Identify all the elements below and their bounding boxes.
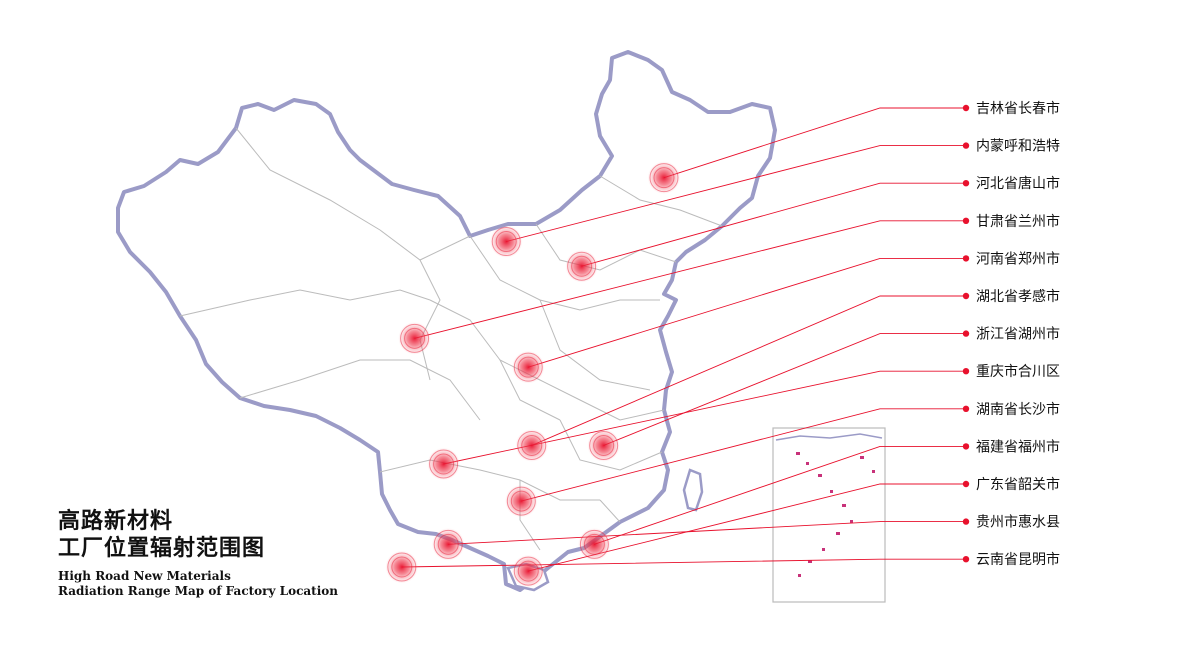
title-cn-line1: 高路新材料 bbox=[58, 508, 174, 534]
factory-label: 重庆市合川区 bbox=[976, 363, 1060, 380]
title-en-line1: High Road New Materials bbox=[58, 569, 231, 583]
radiation-ring bbox=[649, 163, 679, 193]
connector-line bbox=[521, 408, 965, 502]
south-sea-inset bbox=[772, 427, 886, 603]
factory-label: 吉林省长春市 bbox=[976, 100, 1060, 117]
radiation-ring bbox=[387, 552, 417, 582]
radiation-range-7 bbox=[587, 429, 620, 462]
label-dot bbox=[962, 292, 970, 300]
radiation-ring bbox=[521, 434, 543, 456]
factory-label: 福建省福州市 bbox=[976, 438, 1060, 455]
south-sea-islands bbox=[796, 452, 875, 577]
label-dot bbox=[962, 405, 970, 412]
radiation-ring bbox=[391, 556, 413, 578]
label-dot bbox=[962, 480, 970, 488]
factory-label: 广东省韶关市 bbox=[976, 476, 1060, 493]
radiation-ring bbox=[517, 560, 539, 582]
radiation-range-12 bbox=[432, 528, 465, 561]
label-dot bbox=[962, 368, 970, 375]
connector-line bbox=[603, 333, 965, 446]
factory-label: 湖南省长沙市 bbox=[976, 401, 1060, 418]
inset-coast bbox=[775, 433, 883, 441]
factory-labels: 吉林省长春市内蒙呼和浩特河北省唐山市甘肃省兰州市河南省郑州市湖北省孝感市浙江省湖… bbox=[962, 100, 1060, 568]
factory-label: 湖北省孝感市 bbox=[976, 288, 1060, 305]
radiation-ring bbox=[517, 356, 539, 378]
radiation-range-2 bbox=[490, 225, 523, 258]
radiation-ring bbox=[491, 227, 521, 257]
connector-line bbox=[443, 370, 965, 465]
connector-line bbox=[594, 445, 965, 545]
radiation-ring bbox=[513, 556, 543, 586]
factory-label: 甘肃省兰州市 bbox=[976, 213, 1060, 230]
radiation-ring bbox=[579, 529, 609, 559]
label-dot bbox=[962, 255, 970, 262]
radiation-ring bbox=[593, 434, 615, 456]
radiation-ring bbox=[589, 430, 619, 460]
map-title: 高路新材料 工厂位置辐射范围图 High Road New Materials … bbox=[58, 508, 338, 599]
radiation-range-3 bbox=[565, 250, 598, 283]
label-dot bbox=[962, 330, 970, 337]
radiation-range-8 bbox=[427, 448, 460, 480]
label-dot bbox=[962, 217, 970, 224]
factory-label: 河北省唐山市 bbox=[976, 175, 1060, 192]
radiation-ring bbox=[510, 490, 532, 512]
factory-label: 河南省郑州市 bbox=[976, 250, 1060, 267]
connector-line bbox=[581, 182, 965, 267]
radiation-ring bbox=[513, 352, 543, 382]
connector-line bbox=[506, 145, 965, 242]
connector-lines bbox=[401, 107, 965, 572]
radiation-ring bbox=[404, 327, 426, 349]
radiation-range-6 bbox=[515, 429, 548, 462]
taiwan-island bbox=[682, 468, 704, 512]
radiation-range-4 bbox=[398, 322, 431, 355]
connector-line bbox=[528, 257, 965, 368]
connector-line bbox=[663, 107, 965, 179]
radiation-ring bbox=[433, 453, 455, 475]
radiation-range-9 bbox=[505, 485, 538, 518]
radiation-range-13 bbox=[385, 551, 418, 583]
label-dot bbox=[962, 104, 970, 112]
radiation-ring bbox=[433, 529, 463, 559]
title-en-line2: Radiation Range Map of Factory Location bbox=[58, 584, 338, 598]
connector-line bbox=[414, 220, 965, 339]
radiation-ring bbox=[653, 167, 675, 189]
radiation-ring bbox=[495, 231, 517, 253]
label-dot bbox=[962, 443, 970, 450]
radiation-range-1 bbox=[647, 161, 680, 194]
radiation-ring bbox=[429, 449, 459, 479]
radiation-ring bbox=[437, 533, 459, 555]
radiation-range-5 bbox=[512, 351, 545, 384]
radiation-ring bbox=[506, 486, 536, 516]
radiation-ring bbox=[517, 430, 547, 460]
factory-label: 内蒙呼和浩特 bbox=[976, 139, 1060, 155]
label-dot bbox=[962, 180, 970, 187]
radiation-ring bbox=[583, 533, 605, 555]
connector-line bbox=[528, 483, 965, 572]
radiation-ring bbox=[400, 323, 430, 353]
radiation-ring bbox=[567, 251, 597, 281]
factory-label: 云南省昆明市 bbox=[976, 551, 1060, 568]
radiation-range-11 bbox=[512, 555, 545, 588]
province-boundaries bbox=[179, 127, 723, 551]
label-dot bbox=[962, 556, 970, 563]
radiation-range-10 bbox=[578, 528, 611, 561]
label-dot bbox=[962, 142, 970, 149]
factory-label: 贵州市惠水县 bbox=[976, 514, 1060, 531]
connector-line bbox=[531, 295, 965, 446]
label-dot bbox=[962, 518, 970, 525]
connector-line bbox=[401, 558, 965, 568]
title-cn-line2: 工厂位置辐射范围图 bbox=[58, 535, 266, 561]
factory-markers bbox=[385, 161, 680, 588]
factory-label: 浙江省湖州市 bbox=[976, 326, 1060, 343]
radiation-ring bbox=[571, 255, 593, 277]
